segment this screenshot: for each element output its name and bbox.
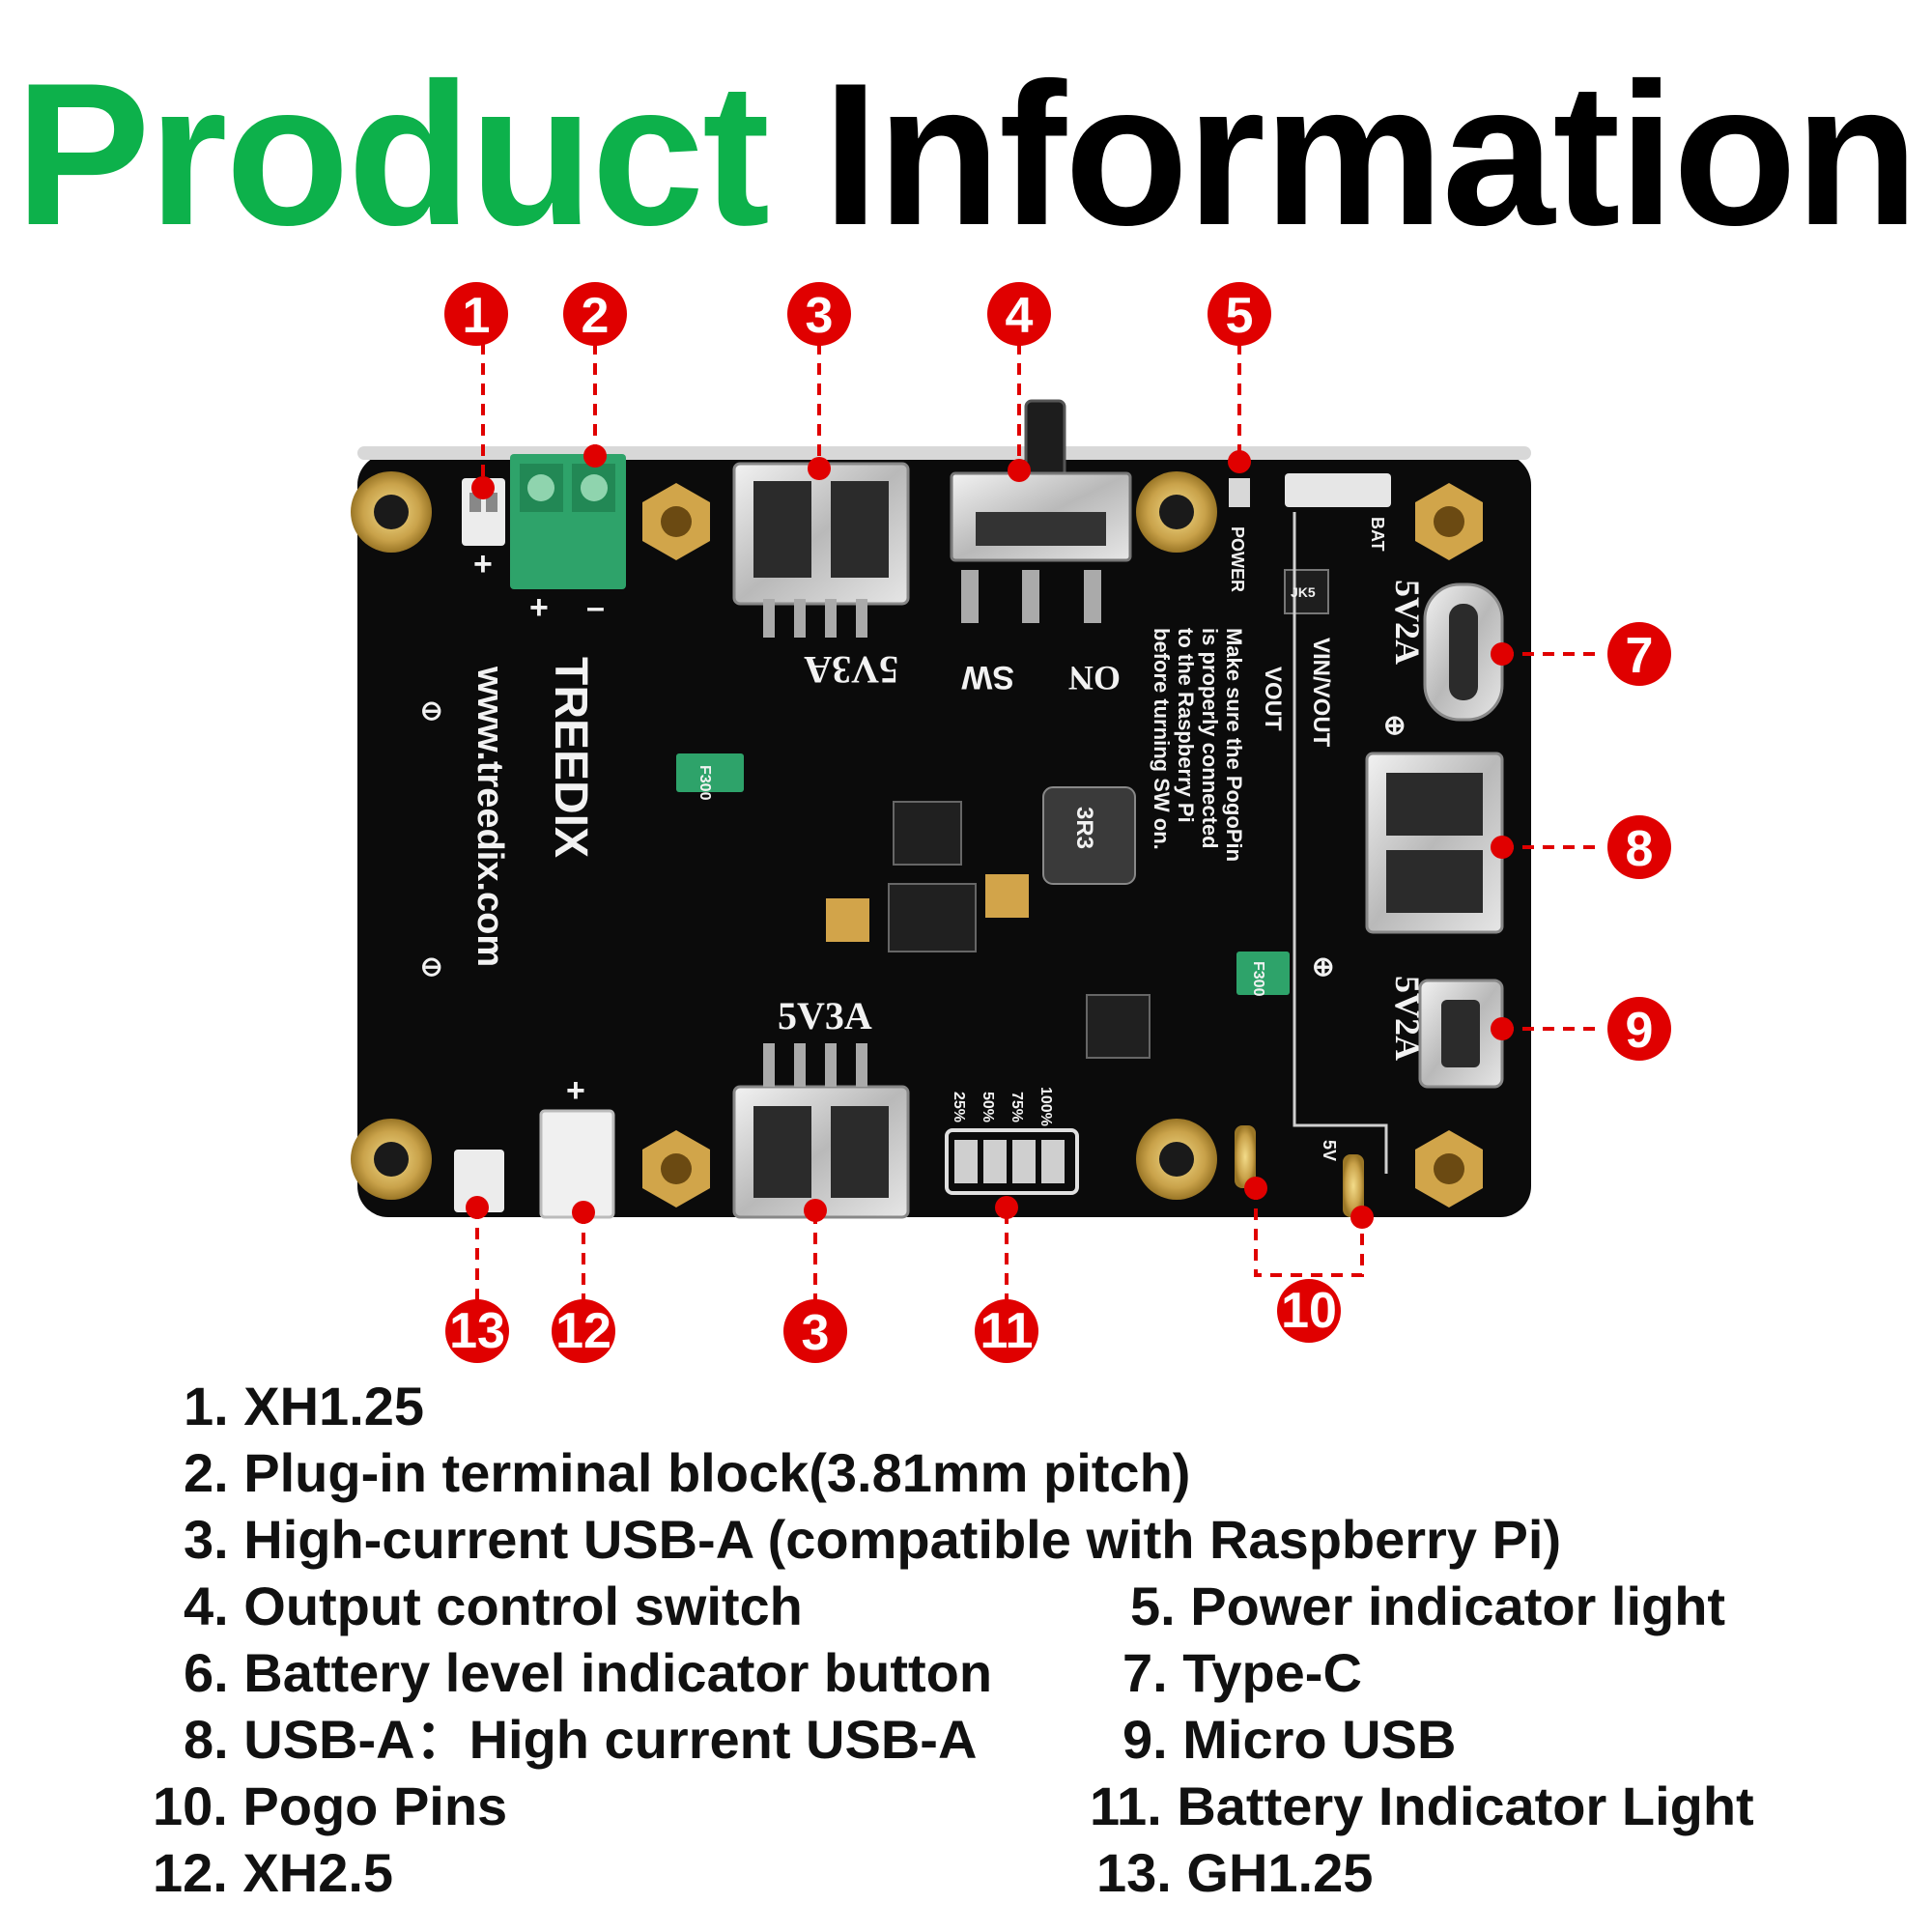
type-c-port <box>1423 582 1504 722</box>
slide-switch <box>950 399 1132 623</box>
brand-text: TREEDIX <box>545 657 596 858</box>
level-50: 50% <box>980 1092 996 1122</box>
svg-text:⊖: ⊖ <box>420 696 442 725</box>
mounting-holes <box>351 471 1217 1200</box>
sw-text: SW <box>960 659 1014 696</box>
warning-line-3: to the Raspberry Pi <box>1174 628 1198 823</box>
legend-item-4: 4. Output control switch <box>184 1576 803 1636</box>
svg-text:+: + <box>473 546 493 582</box>
warning-line-1: Make sure the PogoPin <box>1222 628 1246 862</box>
legend-item-8: 8. USB-A：High current USB-A <box>184 1709 978 1770</box>
legend-item-5: 5. Power indicator light <box>1130 1576 1726 1636</box>
micro-usb-port <box>1418 979 1504 1089</box>
svg-text:2: 2 <box>582 288 610 344</box>
svg-text:⊕: ⊕ <box>1312 952 1334 981</box>
svg-text:10: 10 <box>1281 1283 1337 1339</box>
svg-text:3: 3 <box>806 288 834 344</box>
level-25: 25% <box>951 1092 967 1122</box>
warning-line-2: is properly connected <box>1198 628 1222 849</box>
callout-1: 1 <box>444 282 508 346</box>
callout-8: 8 <box>1607 815 1671 879</box>
power-text: POWER <box>1228 526 1247 592</box>
callout-10: 10 <box>1277 1279 1341 1343</box>
fuse-label-2: F300 <box>1250 961 1266 997</box>
url-text: www.treedix.com <box>469 666 510 967</box>
components <box>676 569 1329 1059</box>
callout-5: 5 <box>1208 282 1271 346</box>
legend-item-1: 1. XH1.25 <box>184 1376 425 1436</box>
legend-item-11: 11. Battery Indicator Light <box>1090 1776 1754 1836</box>
svg-text:⊕: ⊕ <box>1383 710 1406 740</box>
battery-indicator-leds <box>945 1128 1079 1195</box>
chip-label: JK5 <box>1291 584 1316 600</box>
port-label-bottom: 5V3A <box>778 994 872 1037</box>
callout-13: 13 <box>445 1299 509 1363</box>
port-label-side-bottom: 5V2A <box>1388 976 1427 1061</box>
callout-7: 7 <box>1607 622 1671 686</box>
svg-text:7: 7 <box>1626 628 1654 684</box>
level-75: 75% <box>1009 1092 1025 1122</box>
svg-text:–: – <box>586 589 605 626</box>
callout-2: 2 <box>563 282 627 346</box>
svg-text:+: + <box>566 1072 585 1109</box>
svg-text:13: 13 <box>449 1303 505 1359</box>
svg-text:3: 3 <box>802 1305 830 1361</box>
svg-text:12: 12 <box>555 1303 611 1359</box>
svg-text:⊖: ⊖ <box>420 952 442 981</box>
five-v-label: 5V <box>1320 1140 1339 1161</box>
callout-leaders <box>475 343 1604 1304</box>
svg-text:8: 8 <box>1626 821 1654 877</box>
svg-text:+: + <box>529 589 549 626</box>
gh125-connector <box>454 1150 504 1212</box>
svg-text:1: 1 <box>463 288 491 344</box>
inductor-label: 3R3 <box>1071 807 1097 849</box>
pogo-pins <box>1235 1125 1364 1217</box>
callout-12: 12 <box>552 1299 615 1363</box>
silkscreen: TREEDIX www.treedix.com 5V3A 5V3A 5V2A 5… <box>420 517 1427 1161</box>
svg-text:9: 9 <box>1626 1003 1654 1059</box>
xh25-connector <box>539 1109 615 1219</box>
svg-text:4: 4 <box>1006 288 1034 344</box>
vout-text: VOUT <box>1260 667 1286 731</box>
standoffs <box>642 483 1483 1208</box>
usb-a-bottom <box>732 1043 910 1219</box>
legend-item-3: 3. High-current USB-A (compatible with R… <box>184 1509 1562 1570</box>
page-title: Product Information <box>0 53 1932 256</box>
usb-a-side <box>1365 752 1504 934</box>
callout-4: 4 <box>987 282 1051 346</box>
legend-item-7: 7. Type-C <box>1122 1642 1362 1703</box>
title-information: Information <box>822 41 1918 268</box>
vin-text: VIN/VOUT <box>1308 638 1334 748</box>
port-label-side-top: 5V2A <box>1388 580 1427 665</box>
svg-text:11: 11 <box>980 1303 1034 1359</box>
port-label-top: 5V3A <box>804 648 898 692</box>
bat-text: BAT <box>1368 517 1387 552</box>
bat-connector <box>1285 473 1391 507</box>
callout-9: 9 <box>1607 997 1671 1061</box>
svg-text:5: 5 <box>1226 288 1254 344</box>
legend-item-9: 9. Micro USB <box>1122 1709 1457 1770</box>
legend-item-6: 6. Battery level indicator button <box>184 1642 993 1703</box>
callout-11: 11 <box>975 1299 1038 1363</box>
usb-a-top <box>732 462 910 638</box>
title-product: Product <box>14 41 770 268</box>
callout-anchor-dots <box>466 444 1514 1229</box>
fuse-label-1: F300 <box>696 765 713 801</box>
legend-item-2: 2. Plug-in terminal block(3.81mm pitch) <box>184 1442 1191 1503</box>
legend-item-12: 12. XH2.5 <box>153 1842 394 1903</box>
warning-line-4: before turning SW on. <box>1150 628 1174 850</box>
level-100: 100% <box>1037 1087 1054 1126</box>
callout-3-top: 3 <box>787 282 851 346</box>
callout-3-bottom: 3 <box>783 1299 847 1363</box>
legend-item-10: 10. Pogo Pins <box>153 1776 508 1836</box>
legend-item-13: 13. GH1.25 <box>1096 1842 1374 1903</box>
power-led <box>1229 478 1250 507</box>
on-text: ON <box>1068 659 1121 697</box>
